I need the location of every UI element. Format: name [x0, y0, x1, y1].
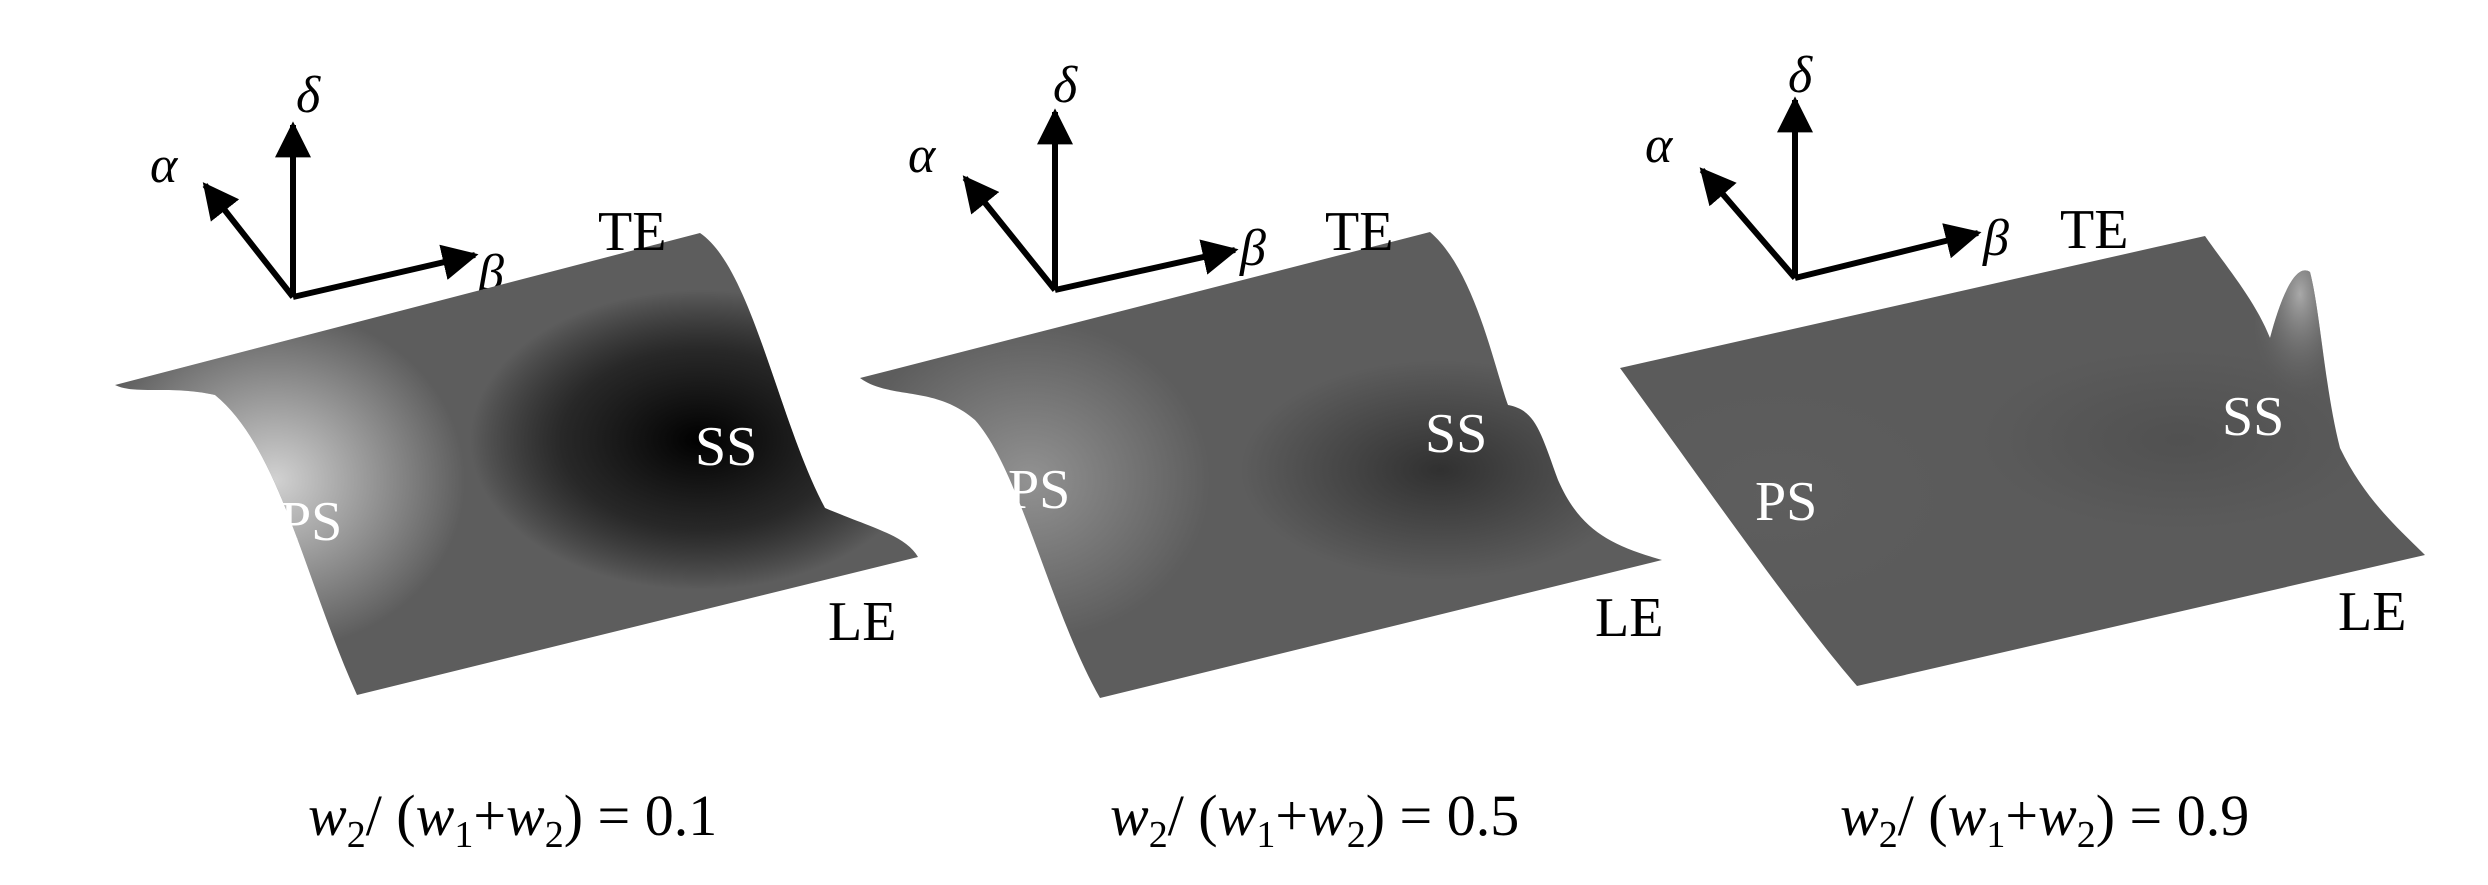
ps-highlight-1	[115, 310, 465, 650]
caption-3: w2/ (w1+w2) = 0.9	[1840, 783, 2249, 856]
ss-label-1: SS	[695, 416, 757, 478]
panel-3: δ α β TE LE PS SS w2/ (w1+w2) = 0.9	[1620, 47, 2425, 856]
delta-label: δ	[1053, 57, 1078, 114]
ps-label-1: PS	[280, 491, 342, 553]
ss-label-2: SS	[1425, 403, 1487, 465]
ps-label-3: PS	[1755, 471, 1817, 533]
ss-label-3: SS	[2222, 386, 2284, 448]
ps-label-2: PS	[1008, 459, 1070, 521]
axes-gizmo-3: δ α β	[1645, 47, 2009, 281]
panel-2: δ α β TE LE PS SS w2/ (w1+w2) = 0.5	[860, 57, 1663, 856]
panel-1: δ α β TE LE PS SS w2/ (w1+w2) = 0.1	[115, 67, 918, 856]
alpha-label: α	[1645, 117, 1674, 174]
beta-label: β	[1239, 220, 1266, 277]
axes-gizmo-2: δ α β	[908, 57, 1266, 293]
le-label-1: LE	[828, 591, 896, 653]
beta-label: β	[1982, 210, 2009, 267]
alpha-label: α	[908, 127, 937, 184]
axes-gizmo-1: δ α β	[150, 67, 504, 302]
delta-label: δ	[296, 67, 321, 124]
delta-label: δ	[1788, 47, 1813, 104]
le-label-2: LE	[1595, 587, 1663, 649]
caption-2: w2/ (w1+w2) = 0.5	[1110, 783, 1519, 856]
te-label-1: TE	[598, 201, 666, 263]
le-label-3: LE	[2338, 581, 2406, 643]
ss-shadow-2	[1240, 360, 1640, 580]
alpha-label: α	[150, 137, 179, 194]
te-label-3: TE	[2060, 199, 2128, 261]
caption-1: w2/ (w1+w2) = 0.1	[308, 783, 717, 856]
te-label-2: TE	[1325, 201, 1393, 263]
